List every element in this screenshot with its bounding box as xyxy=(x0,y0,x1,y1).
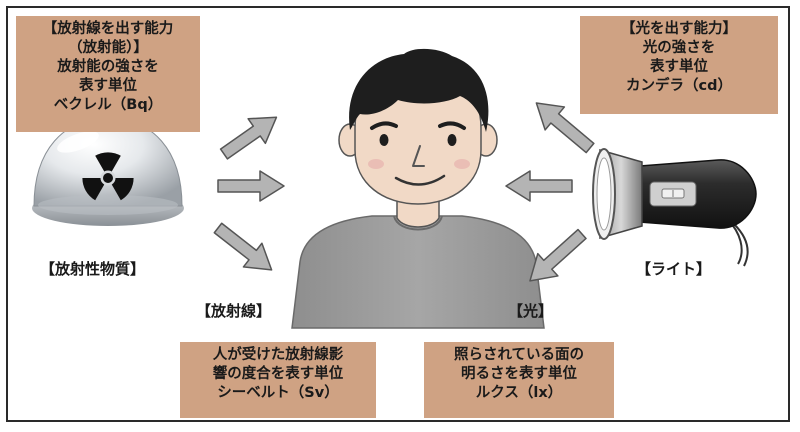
flashlight-label: 【ライト】 xyxy=(636,260,712,278)
radioactive-material-illustration xyxy=(32,117,184,226)
radioactivity-line-2: （放射能）】 xyxy=(68,40,148,56)
lux-line-2: 明るさを表す単位 xyxy=(461,366,577,382)
luminosity-line-3: 表す単位 xyxy=(650,59,708,75)
lux-line-3: ルクス（lx） xyxy=(475,385,563,401)
sievert-line-3: シーベルト（Sv） xyxy=(217,385,339,401)
light-arrow-up xyxy=(535,102,595,154)
radioactive-material-label: 【放射性物質】 xyxy=(40,260,146,278)
radioactivity-line-5: ベクレル（Bq） xyxy=(53,97,163,113)
radiation-trefoil-icon xyxy=(82,152,134,201)
radiation-arrows xyxy=(213,116,285,271)
radioactivity-line-1: 【放射線を出す能力 xyxy=(42,21,174,37)
sievert-line-1: 人が受けた放射線影 xyxy=(212,347,344,363)
radioactivity-line-3: 放射能の強さを xyxy=(57,59,159,75)
radiation-arrow-up xyxy=(219,116,278,160)
flashlight-icon xyxy=(592,148,757,267)
person-illustration xyxy=(291,48,545,329)
radiation-arrow-right xyxy=(217,170,285,202)
light-arrow-down xyxy=(529,228,587,282)
radioactivity-info-box: 【放射線を出す能力 （放射能）】 放射能の強さを 表す単位 ベクレル（Bq） xyxy=(16,16,200,132)
luminosity-info-box: 【光を出す能力】 光の強さを 表す単位 カンデラ（cd） xyxy=(580,16,778,114)
sievert-info-box: 人が受けた放射線影 響の度合を表す単位 シーベルト（Sv） xyxy=(180,342,376,418)
lux-line-1: 照らされている面の xyxy=(453,347,585,363)
light-arrow-left xyxy=(505,170,573,202)
radiation-label: 【放射線】 xyxy=(196,302,272,320)
radiation-arrow-down xyxy=(213,222,273,271)
luminosity-line-1: 【光を出す能力】 xyxy=(621,21,737,37)
sievert-line-2: 響の度合を表す単位 xyxy=(212,366,344,382)
luminosity-line-2: 光の強さを xyxy=(642,40,716,56)
lux-info-box: 照らされている面の 明るさを表す単位 ルクス（lx） xyxy=(424,342,614,418)
light-label: 【光】 xyxy=(508,302,554,320)
light-arrows xyxy=(505,102,595,282)
radioactivity-line-4: 表す単位 xyxy=(79,78,137,94)
luminosity-line-4: カンデラ（cd） xyxy=(626,78,732,94)
